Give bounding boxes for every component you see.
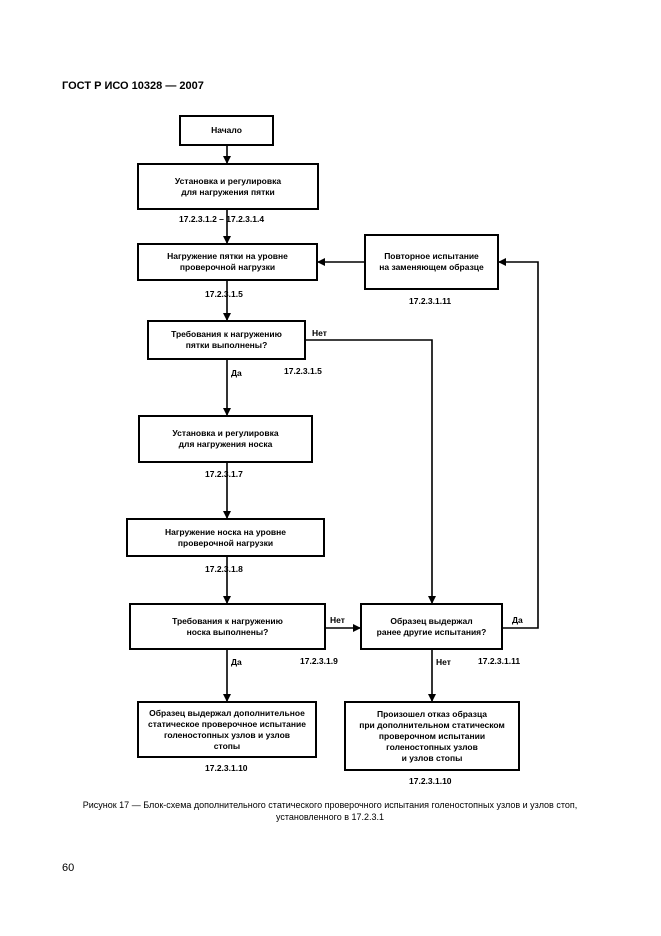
page-number: 60	[62, 862, 75, 874]
label-yes-withstood: Да	[512, 615, 523, 625]
arrow-check-heel-no	[306, 339, 436, 604]
label-no-check-heel: Нет	[312, 328, 327, 338]
ref-check-heel: 17.2.3.1.5	[284, 366, 322, 376]
ref-passed: 17.2.3.1.10	[205, 763, 248, 773]
failed-box: Произошел отказ образца при дополнительн…	[344, 701, 520, 771]
label-no-withstood: Нет	[436, 657, 451, 667]
ref-load-toe: 17.2.3.1.8	[205, 564, 243, 574]
figure-caption: Рисунок 17 — Блок-схема дополнительного …	[82, 800, 578, 822]
load-heel-box: Нагружение пятки на уровне проверочной н…	[137, 243, 318, 281]
label-yes-check-heel: Да	[231, 368, 242, 378]
retest-box: Повторное испытание на заменяющем образц…	[364, 234, 499, 290]
withstood-other-box: Образец выдержал ранее другие испытания?	[360, 603, 503, 650]
ref-withstood-other: 17.2.3.1.11	[478, 656, 521, 666]
ref-setup-heel: 17.2.3.1.2 – 17.2.3.1.4	[179, 214, 265, 224]
ref-retest: 17.2.3.1.11	[409, 296, 452, 306]
ref-check-toe: 17.2.3.1.9	[300, 656, 338, 666]
setup-heel-box: Установка и регулировка для нагружения п…	[137, 163, 319, 210]
label-yes-check-toe: Да	[231, 657, 242, 667]
ref-load-heel: 17.2.3.1.5	[205, 289, 243, 299]
setup-toe-box: Установка и регулировка для нагружения н…	[138, 415, 313, 463]
label-no-check-toe: Нет	[330, 615, 345, 625]
ref-setup-toe: 17.2.3.1.7	[205, 469, 243, 479]
arrow-withstood-yes-to-retest	[498, 258, 539, 629]
ref-failed: 17.2.3.1.10	[409, 776, 452, 786]
check-toe-box: Требования к нагружению носка выполнены?	[129, 603, 326, 650]
passed-box: Образец выдержал дополнительное статичес…	[137, 701, 317, 758]
start-box: Начало	[179, 115, 274, 146]
load-toe-box: Нагружение носка на уровне проверочной н…	[126, 518, 325, 557]
document-header: ГОСТ Р ИСО 10328 — 2007	[62, 80, 204, 92]
check-heel-box: Требования к нагружению пятки выполнены?	[147, 320, 306, 360]
